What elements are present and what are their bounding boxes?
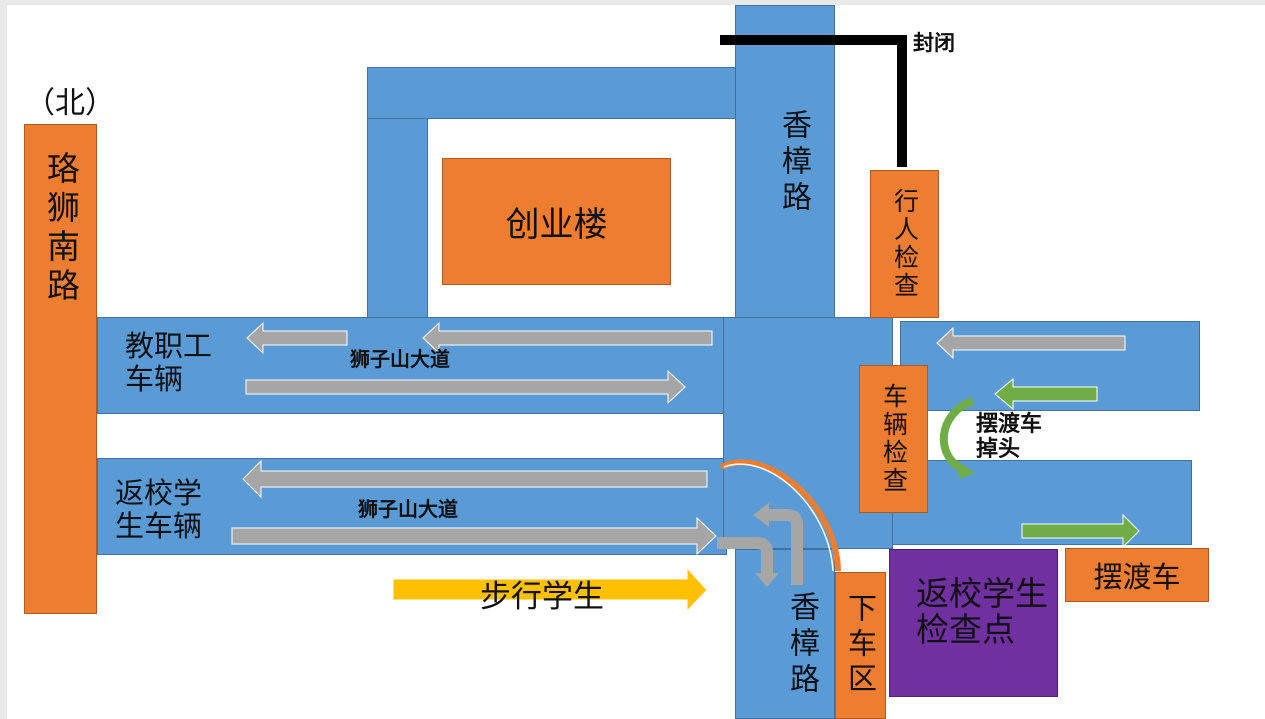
arrow-upper-east (245, 369, 686, 405)
shuttle-label: 摆渡车 (1093, 560, 1181, 594)
arrow-upper-west-short (246, 321, 348, 355)
arrow-lower-east (231, 516, 717, 556)
campus-map: 珞狮南路 创业楼 行人检查 车辆检查 下车区 摆渡车 返校学生检查点 (7, 5, 1265, 719)
loop-road-north (367, 67, 736, 119)
shizishan-road-upper-label: 狮子山大道 (350, 347, 450, 371)
student-vehicles-label: 返校学 生车辆 (115, 476, 203, 544)
arrow-shuttle-east (1021, 513, 1140, 549)
flow-arrows (231, 35, 1140, 613)
luoshi-south-road-label: 珞狮南路 (41, 151, 81, 307)
arrow-shuttle-uturn-head (957, 461, 975, 479)
arrow-orange-curve-inner (723, 463, 834, 572)
arrow-turn-north (767, 509, 803, 585)
arrow-shuttle-west (994, 377, 1098, 411)
north-label: （北） (25, 86, 115, 121)
xiangzhang-road-north-label: 香樟路 (776, 109, 811, 217)
luoshi-south-road-box: 珞狮南路 (24, 124, 97, 614)
student-checkpoint-label: 返校学生检查点 (916, 574, 1048, 650)
xiangzhang-road-south (735, 549, 835, 719)
xiangzhang-road-south-label: 香樟路 (784, 591, 819, 699)
arrow-east-upper-west (936, 326, 1126, 360)
arrow-lower-west (242, 459, 708, 499)
shizishan-road-lower-label: 狮子山大道 (358, 497, 458, 521)
student-checkpoint-box: 返校学生检查点 (889, 549, 1058, 697)
arrow-turn-north-head (753, 503, 769, 527)
arrow-upper-west-long (422, 321, 713, 355)
chuangye-building-label: 创业楼 (505, 205, 608, 245)
vehicle-check-label: 车辆检查 (879, 383, 909, 495)
closed-label: 封闭 (913, 30, 955, 55)
arrow-turn-south-head (755, 573, 779, 587)
closed-road-line (720, 35, 907, 167)
dropoff-zone-label: 下车区 (843, 593, 878, 698)
staff-vehicles-label: 教职工 车辆 (125, 329, 213, 397)
shuttle-box: 摆渡车 (1065, 548, 1209, 602)
dropoff-zone-box: 下车区 (835, 572, 886, 719)
shuttle-uturn-label: 摆渡车 掉头 (976, 411, 1043, 463)
arrow-turn-south (717, 537, 773, 575)
arrow-orange-curve (719, 459, 841, 572)
arrow-shuttle-uturn (939, 397, 975, 473)
chuangye-building: 创业楼 (442, 158, 671, 285)
pedestrian-check-box: 行人检查 (870, 170, 939, 318)
pedestrian-check-label: 行人检查 (890, 188, 920, 300)
arrow-walking-students (392, 566, 708, 613)
vehicle-check-box: 车辆检查 (859, 365, 928, 513)
walking-students-label: 步行学生 (480, 579, 604, 615)
